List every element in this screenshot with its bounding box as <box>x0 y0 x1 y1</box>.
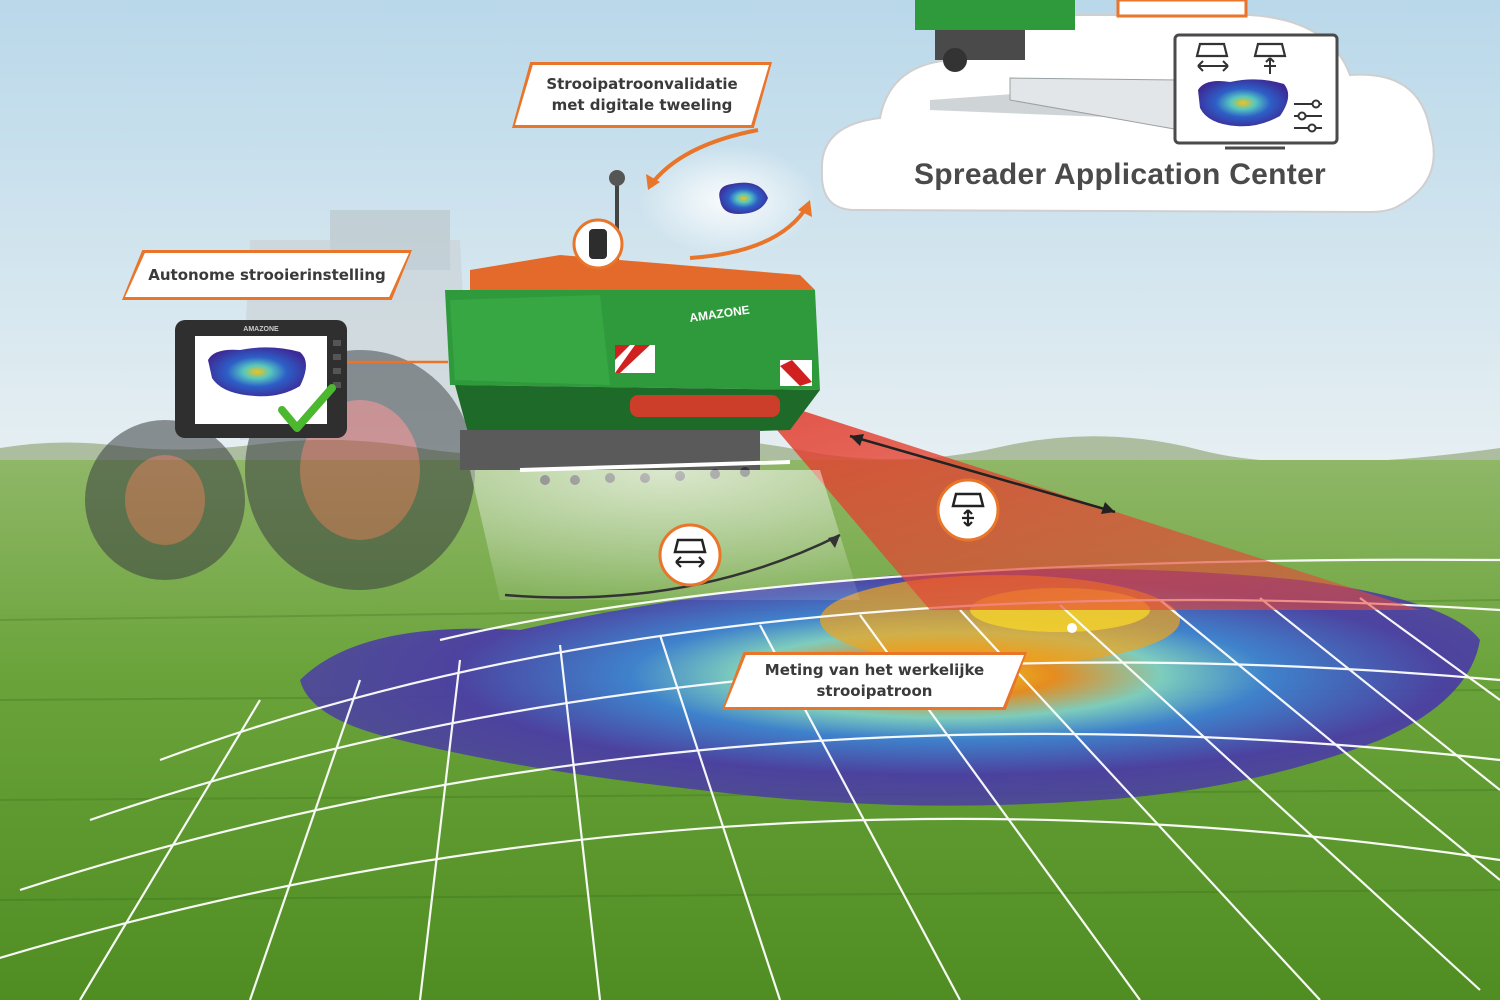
radar-beam <box>760 410 1420 610</box>
callout-autonomous-text: Autonome strooierinstelling <box>125 253 409 297</box>
callout-measurement-line1: Meting van het werkelijke <box>764 661 985 679</box>
monitor-adjust-icon <box>1195 42 1229 72</box>
callout-validation-line1: Strooipatroonvalidatie <box>546 75 738 93</box>
fertilizer-spreader <box>445 170 820 485</box>
callout-autonomous: Autonome strooierinstelling <box>122 250 412 300</box>
callout-validation-line2: met digitale tweeling <box>551 96 733 114</box>
width-arrow-line <box>849 434 1116 514</box>
callout-measurement-line2: strooipatroon <box>816 682 933 700</box>
checkmark-icon <box>278 384 336 432</box>
terminal-device <box>175 320 347 438</box>
monitor-sliders-icon <box>1294 99 1322 133</box>
twin-mini-heatmap <box>719 182 768 214</box>
camera-icon <box>589 229 607 259</box>
twin-arrow-out-head <box>798 200 812 217</box>
twin-arrow-in <box>648 128 759 188</box>
spreader-width-icon <box>936 478 1000 542</box>
cloud-callout-tab <box>1116 0 1248 18</box>
measurement-grid <box>0 558 1500 1000</box>
callout-validation: Strooipatroonvalidatie met digitale twee… <box>512 62 772 128</box>
twin-arrow-out <box>689 203 810 260</box>
spread-fan <box>470 470 860 600</box>
callout-measurement: Meting van het werkelijke strooipatroon <box>722 652 1027 710</box>
spreader-application-center-title: Spreader Application Center <box>913 158 1327 191</box>
cloud-test-bench <box>915 0 1181 131</box>
width-arrow-head-left <box>850 434 864 446</box>
twin-arrow-in-head <box>646 174 660 190</box>
monitor-width-icon <box>1253 42 1287 74</box>
terminal-brand-label: AMAZONE <box>243 326 279 333</box>
width-arrow-head-right <box>1101 502 1115 514</box>
adjust-arc-arrowhead <box>828 535 840 548</box>
spreader-adjust-icon <box>658 523 722 587</box>
adjust-arc-arrow <box>504 533 841 599</box>
